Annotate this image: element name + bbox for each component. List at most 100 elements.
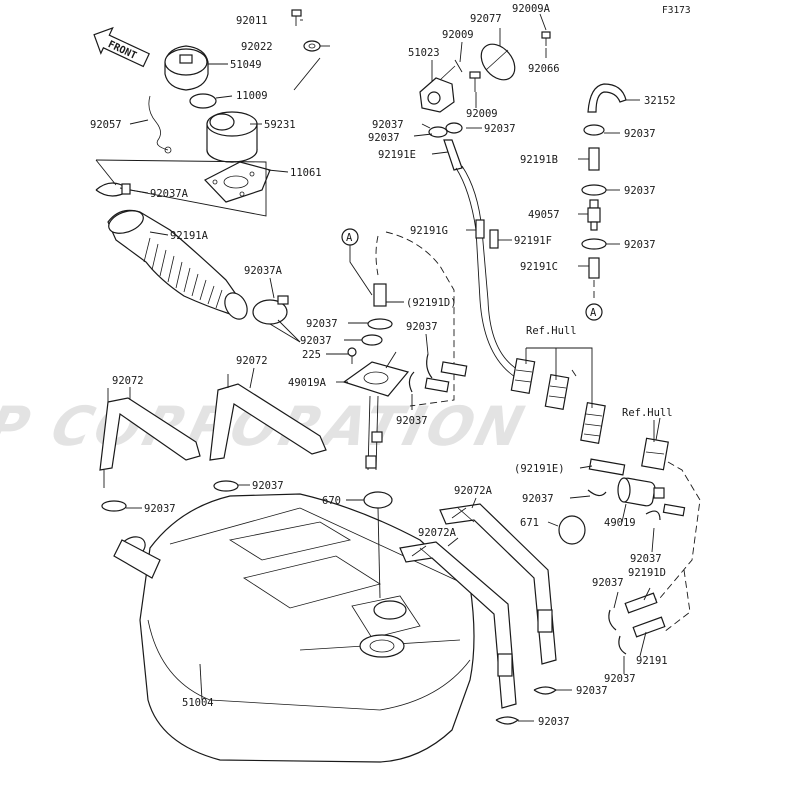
clamp-92037-rr1 (587, 489, 607, 497)
label-92037-bm: 92037 (252, 480, 284, 492)
label-92037-b2: 92037 (538, 716, 570, 728)
filter-49019 (617, 477, 665, 507)
hose-92191B (588, 147, 600, 171)
clamp-92037-c1 (367, 318, 393, 330)
clamp-92037-c3 (426, 353, 433, 379)
label-49057: 49057 (528, 209, 560, 221)
clamp-92037-rr4 (618, 635, 627, 655)
label-51004: 51004 (182, 697, 214, 709)
gasket-11061 (204, 161, 271, 203)
bolt-92011 (291, 9, 302, 26)
clamp-92037A-upper (95, 182, 131, 197)
label-92191: 92191 (636, 655, 668, 667)
label-92191E-paren: (92191E) (514, 463, 565, 475)
label-92191F: 92191F (514, 235, 552, 247)
label-92009A: 92009A (512, 3, 551, 15)
hull-clip-c (580, 402, 606, 444)
label-92191B: 92191B (520, 154, 558, 166)
marker-a-left-label: A (346, 232, 353, 244)
fuel-cap-51049 (164, 45, 209, 91)
strap-92072-right (209, 383, 327, 461)
hose-short-a (440, 361, 468, 377)
strap-92072-left (99, 397, 201, 488)
label-92066: 92066 (528, 63, 560, 75)
check-valve-49057 (587, 199, 601, 231)
label-92077: 92077 (470, 13, 502, 25)
label-92191E: 92191E (378, 149, 416, 161)
strap-92072A-lower (399, 541, 517, 709)
label-92072A-upper: 92072A (454, 485, 493, 497)
filler-neck-59231 (206, 111, 258, 163)
hose-small-rr (662, 503, 686, 517)
label-92037A-upper: 92037A (150, 188, 189, 200)
label-92191G: 92191G (410, 225, 448, 237)
label-92037A-lower: 92037A (244, 265, 283, 277)
clamp-92037-valve-a (428, 126, 448, 138)
label-92037-v2: 92037 (368, 132, 400, 144)
o-ring-670 (363, 491, 393, 509)
figure-code: F3173 (662, 5, 691, 16)
label-671: 671 (520, 517, 539, 529)
label-92037-c4: 92037 (396, 415, 428, 427)
hose-92191C (588, 257, 600, 279)
label-92191D-paren: (92191D) (406, 297, 457, 309)
clamp-92037-c4 (408, 371, 415, 393)
label-92037-c1: 92037 (306, 318, 338, 330)
label-11061: 11061 (290, 167, 322, 179)
screw-92066 (541, 31, 551, 46)
label-51049: 51049 (230, 59, 262, 71)
clamp-92037-b2 (495, 716, 520, 725)
label-92037-v3: 92037 (484, 123, 516, 135)
clamp-92037-bm (213, 480, 239, 492)
label-225: 225 (302, 349, 321, 361)
label-92191D: 92191D (628, 567, 666, 579)
label-92037-rr1: 92037 (522, 493, 554, 505)
hose-92191E (443, 139, 463, 171)
clamp-92037-r2 (581, 184, 607, 196)
label-refhull-upper: Ref.Hull (526, 325, 577, 337)
label-92022: 92022 (241, 41, 273, 53)
clamp-92037-valve-b (445, 122, 463, 134)
label-92037-b1: 92037 (576, 685, 608, 697)
label-92191A: 92191A (170, 230, 209, 242)
label-92037-rr4: 92037 (604, 673, 636, 685)
label-92037-rr2: 92037 (630, 553, 662, 565)
clamp-92037-bl (101, 500, 127, 512)
label-92037-r1: 92037 (624, 128, 656, 140)
label-670: 670 (322, 495, 341, 507)
hull-clip-a (510, 357, 536, 395)
label-49019A: 49019A (288, 377, 327, 389)
hose-32152 (587, 83, 627, 113)
label-59231: 59231 (264, 119, 296, 131)
marker-a-right-label: A (590, 307, 597, 319)
o-ring-11009 (189, 93, 217, 109)
label-92037-r3: 92037 (624, 239, 656, 251)
label-49019: 49019 (604, 517, 636, 529)
label-92072A-lower: 92072A (418, 527, 457, 539)
vent-valve-51023 (419, 65, 481, 113)
hull-clip-b (544, 373, 570, 411)
screw-225 (347, 347, 357, 364)
label-92037-c3: 92037 (406, 321, 438, 333)
label-92037-c2: 92037 (300, 335, 332, 347)
clamp-92037-c2 (361, 334, 383, 346)
label-92037-r2: 92037 (624, 185, 656, 197)
clamp-92037-r3 (581, 238, 607, 250)
strap-92057 (148, 95, 169, 151)
hose-92191E-paren (588, 458, 626, 476)
label-refhull-lower: Ref.Hull (622, 407, 673, 419)
hose-92191D (624, 592, 658, 614)
label-92037-rr3: 92037 (592, 577, 624, 589)
hose-short-b (424, 377, 450, 393)
label-51023: 51023 (408, 47, 440, 59)
hose-92191G (475, 219, 485, 239)
label-92037-bl: 92037 (144, 503, 176, 515)
label-92009-top: 92009 (442, 29, 474, 41)
part-labels: 92011 92022 51049 11009 92057 59231 1106… (90, 3, 676, 728)
clamp-92037-rr3 (608, 609, 617, 631)
label-92037-v1: 92037 (372, 119, 404, 131)
label-92072-left: 92072 (112, 375, 144, 387)
leader-lines (126, 13, 661, 722)
label-92072-right: 92072 (236, 355, 268, 367)
front-arrow-icon: FRONT (93, 26, 150, 68)
